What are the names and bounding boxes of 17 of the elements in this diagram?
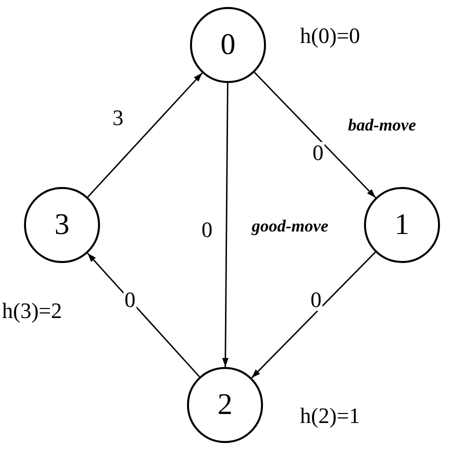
state-circle bbox=[364, 187, 440, 263]
move-label: bad-move bbox=[348, 116, 416, 134]
arrow bbox=[254, 72, 376, 198]
heuristic-label: h(2)=1 bbox=[300, 405, 360, 427]
arrow bbox=[86, 252, 200, 378]
node-label: 0 bbox=[220, 30, 236, 60]
node-label: 3 bbox=[54, 210, 70, 240]
edge-label: 0 bbox=[124, 289, 136, 311]
arrow bbox=[251, 252, 376, 378]
heuristic-label: h(3)=2 bbox=[2, 300, 62, 322]
heuristic-label: h(0)=0 bbox=[300, 25, 360, 47]
node-label: 1 bbox=[394, 210, 410, 240]
edge-label: 0 bbox=[310, 289, 322, 311]
move-label: good-move bbox=[252, 218, 328, 234]
arrow bbox=[87, 72, 203, 198]
node-label: 2 bbox=[218, 390, 232, 420]
arrow bbox=[222, 83, 229, 367]
